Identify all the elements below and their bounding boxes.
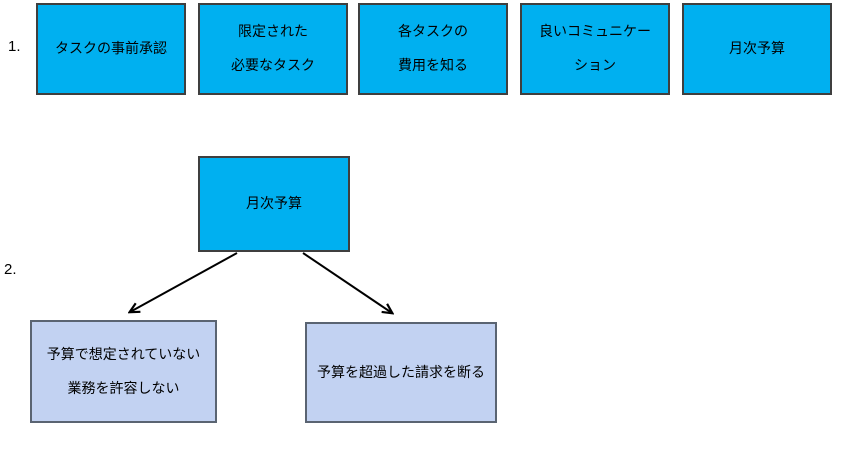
section2-number-label: 2.: [4, 261, 17, 278]
arrow-to-left-child: [130, 252, 238, 312]
box-monthly-budget-root: 月次予算: [198, 156, 350, 252]
box-task-preapproval: タスクの事前承認: [36, 3, 186, 95]
section1-number-label: 1.: [8, 38, 21, 55]
box-good-communication: 良いコミュニケー ション: [520, 3, 670, 95]
box-know-cost-of-each-task: 各タスクの 費用を知る: [358, 3, 508, 95]
box-monthly-budget: 月次予算: [682, 3, 832, 95]
box-limited-necessary-tasks: 限定された 必要なタスク: [198, 3, 348, 95]
box-refuse-over-budget-billing: 予算を超過した請求を断る: [305, 322, 497, 423]
arrow-to-right-child: [302, 252, 392, 313]
box-disallow-unbudgeted-work: 予算で想定されていない 業務を許容しない: [30, 320, 217, 423]
